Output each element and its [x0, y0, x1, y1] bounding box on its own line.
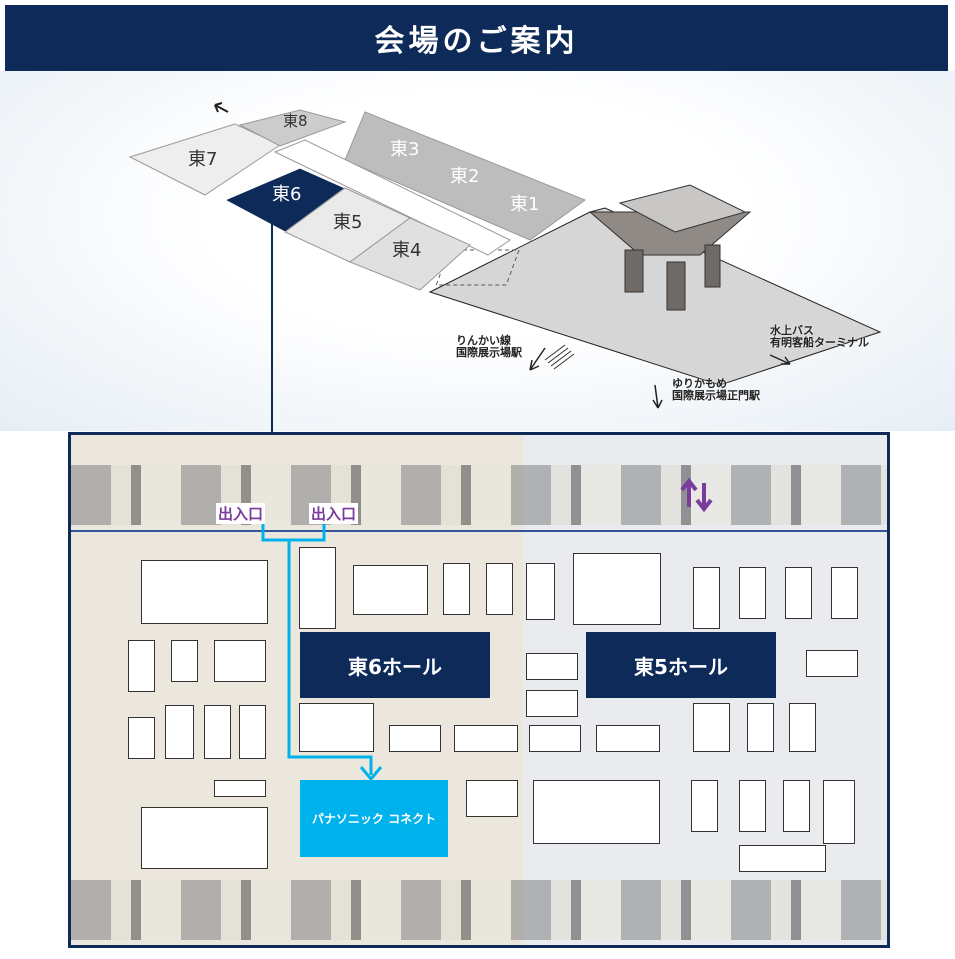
north-facilities: [71, 465, 887, 525]
booth: [789, 703, 816, 752]
hall-label-east6: 東6ホール: [300, 632, 490, 698]
label-line: 水上バス: [770, 324, 814, 337]
hall-label-east4: 東4: [392, 240, 422, 261]
booth: [443, 563, 470, 615]
label-line: ゆりかもめ: [672, 377, 727, 390]
hall-east4: [348, 217, 471, 291]
booth: [783, 780, 810, 832]
hall-label-east2: 東2: [450, 166, 480, 187]
arrow-icon: [652, 384, 663, 409]
plaza: [428, 207, 882, 386]
label-line: りんかい線: [456, 334, 511, 347]
booth: [299, 547, 336, 629]
entrance-label: 出入口: [309, 503, 359, 524]
booth: [165, 705, 194, 759]
booth: [691, 780, 718, 832]
hall-label-east7: 東7: [188, 149, 218, 170]
east-1-3-halls: [344, 111, 587, 241]
booth: [526, 653, 578, 680]
hall-label-east3: 東3: [390, 139, 420, 160]
booth: [214, 780, 266, 797]
entrance-label: 出入口: [216, 503, 266, 524]
booth: [141, 560, 268, 624]
booth: [739, 780, 766, 832]
hall-label-east8: 東8: [283, 112, 308, 130]
booth: [526, 690, 578, 717]
hall-label-east6: 東6: [272, 184, 302, 205]
booth: [239, 705, 266, 759]
label-line: 国際展示場駅: [456, 346, 522, 359]
booth: [486, 563, 513, 615]
booth: [693, 567, 720, 629]
overview-background: [0, 71, 955, 431]
hall-east8: [238, 109, 347, 147]
booth: [806, 650, 858, 677]
booth: [823, 780, 855, 844]
booth: [831, 567, 858, 619]
hall-label-east5: 東5ホール: [586, 632, 776, 698]
booth: [466, 780, 518, 817]
booth: [128, 717, 155, 759]
booth: [739, 845, 826, 872]
booth: [299, 703, 374, 752]
booth: [214, 640, 266, 682]
booth: [171, 640, 198, 682]
hall-floor-map: 出入口 出入口 東6ホール 東5ホール パナソニック コネクト: [68, 432, 890, 948]
route-path: [261, 477, 713, 782]
hall-label-east5: 東5: [333, 212, 363, 233]
arrow-icon: [769, 354, 791, 365]
rinkai-station-label: りんかい線国際展示場駅: [456, 335, 522, 359]
booth: [573, 553, 661, 625]
booth: [739, 567, 766, 619]
route-line: [287, 540, 373, 775]
booth: [533, 780, 660, 844]
booth: [204, 705, 231, 759]
booth: [693, 703, 730, 752]
arrow-icon: [529, 347, 546, 371]
booth: [785, 567, 812, 619]
booth: [353, 565, 428, 615]
booth: [128, 640, 155, 692]
escalator-arrows-icon: [680, 477, 713, 513]
booth: [454, 725, 518, 752]
hall-label-east1: 東1: [510, 194, 540, 215]
page-title: 会場のご案内: [5, 5, 948, 71]
booth: [389, 725, 441, 752]
south-facilities: [71, 880, 887, 940]
water-bus-terminal-label: 水上バス有明客船ターミナル: [770, 325, 869, 349]
arrow-down-icon: [359, 766, 383, 782]
booth: [747, 703, 774, 752]
booth: [141, 807, 268, 869]
arrow-icon: [214, 102, 229, 113]
panasonic-connect-booth[interactable]: パナソニック コネクト: [300, 780, 448, 857]
booth: [596, 725, 660, 752]
booth: [526, 563, 555, 620]
booth: [529, 725, 581, 752]
label-line: 有明客船ターミナル: [770, 336, 869, 349]
venue-overview-map: [128, 102, 882, 432]
yurikamome-station-label: ゆりかもめ国際展示場正門駅: [672, 378, 760, 402]
label-line: 国際展示場正門駅: [672, 389, 760, 402]
wall-line: [71, 530, 887, 532]
